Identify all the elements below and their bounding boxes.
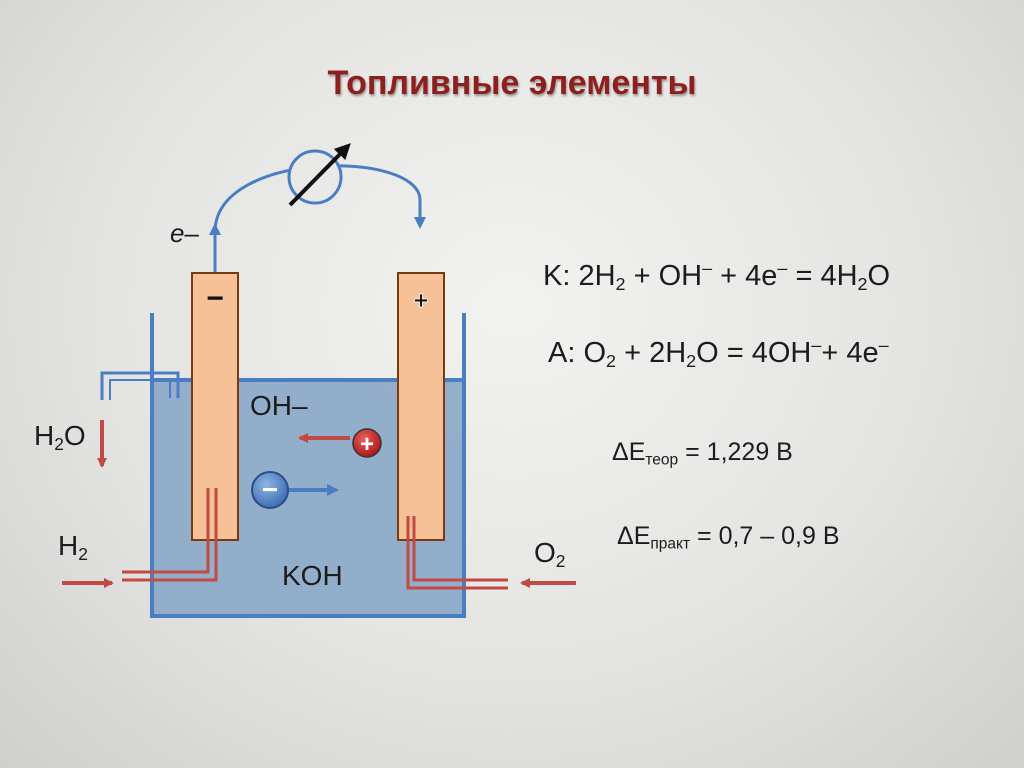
galvanometer-needle-icon — [288, 143, 351, 207]
electrolyte-label: KOH — [282, 560, 343, 591]
cathode-equation: K: 2H2 + OH– + 4e– = 4H2O — [543, 258, 891, 295]
cathode-sign: + — [413, 285, 428, 315]
anode-sign: − — [206, 282, 224, 315]
cathode-electrode — [397, 272, 445, 541]
positive-ion-sign: + — [360, 431, 374, 458]
slide-title: Топливные элементы — [327, 64, 697, 102]
oxygen-label: O2 — [534, 537, 566, 572]
electron-label: e– — [170, 218, 199, 248]
positive-ion-icon — [352, 428, 382, 458]
negative-ion-sign: − — [262, 474, 278, 505]
hydroxide-label: OH– — [250, 390, 308, 421]
oxygen-inlet-pipe — [412, 516, 508, 582]
water-outlet-pipe — [100, 371, 180, 400]
anode-equation: A: O2 + 2H2O = 4OH–+ 4e– — [548, 335, 889, 372]
theoretical-voltage: ΔEтеор = 1,229 В — [612, 438, 793, 469]
hydrogen-inlet-pipe — [122, 488, 210, 574]
vessel — [150, 313, 466, 618]
practical-voltage: ΔEпракт = 0,7 – 0,9 В — [617, 522, 840, 553]
negative-ion-icon — [251, 471, 289, 509]
hydrogen-label: H2 — [58, 530, 88, 565]
water-label: H2O — [34, 420, 86, 455]
